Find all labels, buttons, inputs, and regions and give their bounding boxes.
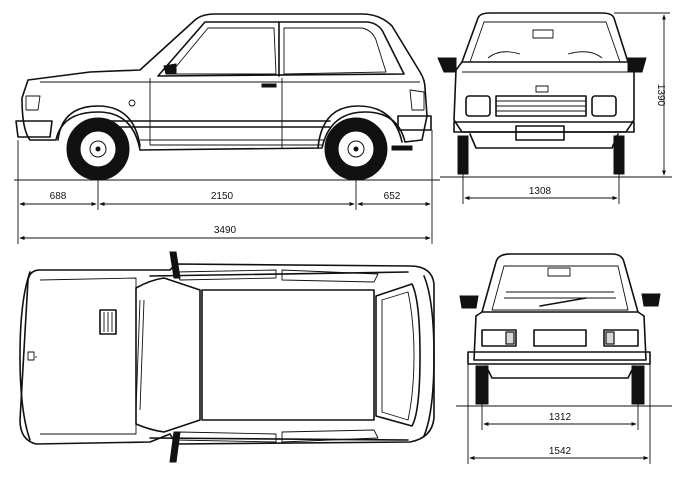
top-vent-slots bbox=[103, 312, 113, 332]
front-valance bbox=[469, 133, 619, 149]
rear-left-taillight bbox=[481, 329, 517, 347]
front-rearview-mirror bbox=[532, 29, 554, 39]
side-fuel-cap bbox=[128, 99, 136, 107]
dim-overall-width-label: 1542 bbox=[549, 446, 572, 457]
top-front-bumper bbox=[19, 271, 31, 441]
top-right-mirror bbox=[169, 431, 181, 463]
rear-body-outline bbox=[473, 311, 647, 361]
rear-license-plate bbox=[533, 329, 587, 347]
dim-wheelbase-label: 2150 bbox=[211, 191, 234, 202]
side-door-handle bbox=[261, 83, 277, 88]
dim-rear-track-label: 1312 bbox=[549, 412, 572, 423]
rear-valance bbox=[485, 365, 635, 379]
top-a-pillar-lines bbox=[135, 299, 145, 411]
side-front-arch bbox=[57, 105, 141, 147]
front-bumper bbox=[453, 121, 635, 133]
top-hood bbox=[39, 277, 137, 435]
side-front-bumper bbox=[15, 120, 53, 138]
front-right-wheel bbox=[613, 135, 625, 175]
top-body-outline bbox=[19, 263, 435, 445]
side-rear-window bbox=[283, 27, 387, 75]
top-roof bbox=[201, 289, 375, 421]
rear-bumper bbox=[467, 351, 651, 365]
top-hood-vent bbox=[99, 309, 117, 335]
side-front-light bbox=[25, 95, 41, 111]
rear-defroster bbox=[504, 291, 616, 299]
side-window-frame bbox=[157, 21, 405, 77]
side-door-outline bbox=[149, 78, 322, 148]
front-left-headlight bbox=[465, 95, 491, 117]
front-cabin-outline bbox=[461, 12, 629, 63]
top-right-door-line bbox=[149, 437, 409, 441]
top-left-door-line bbox=[149, 271, 409, 277]
front-right-headlight bbox=[591, 95, 617, 117]
rear-left-wheel bbox=[475, 365, 489, 405]
rear-right-wheel bbox=[631, 365, 645, 405]
front-body-outline bbox=[453, 61, 635, 133]
side-front-wheel bbox=[66, 117, 130, 181]
top-left-mirror bbox=[169, 251, 181, 279]
side-view bbox=[14, 13, 440, 181]
top-view bbox=[19, 251, 435, 463]
front-right-mirror bbox=[627, 57, 647, 73]
rear-right-taillight bbox=[603, 329, 639, 347]
side-mirror bbox=[163, 63, 177, 75]
front-dashboard bbox=[487, 51, 603, 59]
top-rear-bumper bbox=[423, 275, 435, 437]
front-windshield bbox=[469, 21, 621, 63]
side-rear-light bbox=[409, 89, 425, 111]
front-badge bbox=[535, 85, 549, 93]
top-left-side-glass bbox=[175, 269, 379, 283]
side-rear-wheel bbox=[324, 117, 388, 181]
front-view: 1390 1308 bbox=[437, 12, 672, 204]
side-rear-bumper bbox=[397, 115, 432, 131]
rear-left-mirror bbox=[459, 295, 479, 309]
rear-view: 1312 1542 bbox=[456, 253, 672, 464]
side-dimensions: 688 2150 652 3490 bbox=[17, 130, 433, 244]
top-windshield bbox=[135, 277, 201, 433]
rear-right-taillight-lens bbox=[605, 331, 615, 345]
rear-wiper bbox=[539, 297, 587, 307]
front-left-wheel bbox=[457, 135, 469, 175]
front-license-plate bbox=[515, 125, 565, 141]
front-grille-bars bbox=[496, 100, 586, 112]
rear-right-mirror bbox=[641, 293, 661, 307]
side-rear-arch bbox=[317, 105, 403, 149]
top-badge bbox=[27, 351, 35, 361]
dim-overall-length-label: 3490 bbox=[214, 225, 237, 236]
dim-rear-overhang-label: 652 bbox=[384, 191, 401, 202]
rear-brake-light bbox=[547, 267, 571, 277]
side-exhaust bbox=[391, 145, 413, 151]
front-left-mirror bbox=[437, 57, 457, 73]
side-molding bbox=[99, 120, 331, 128]
side-front-window bbox=[169, 27, 277, 75]
dim-height-label: 1390 bbox=[655, 84, 666, 107]
top-rear-window bbox=[375, 283, 421, 427]
rear-left-taillight-lens bbox=[505, 331, 515, 345]
rear-cabin-outline bbox=[481, 253, 639, 313]
top-rear-window-inner bbox=[381, 291, 415, 421]
rear-window bbox=[491, 265, 629, 311]
dim-front-overhang-label: 688 bbox=[50, 191, 67, 202]
dim-front-track-label: 1308 bbox=[529, 186, 552, 197]
side-body-outline bbox=[21, 13, 428, 151]
